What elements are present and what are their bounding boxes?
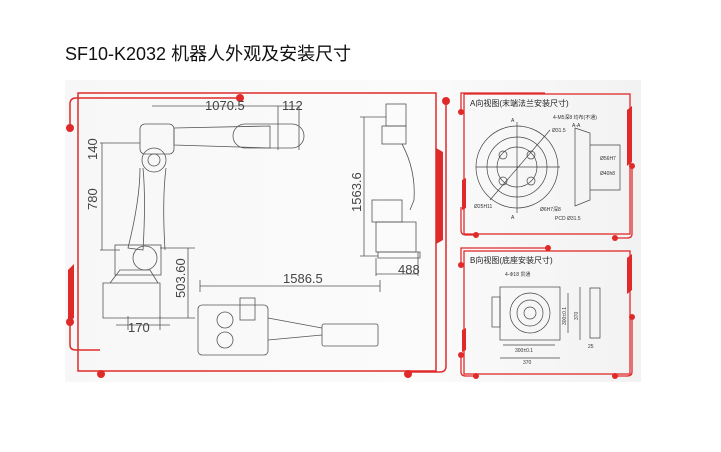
dim-total-length: 1586.5	[283, 271, 323, 286]
holes-note: 4-Φ18 贯通	[505, 271, 530, 278]
note-hole: Ø25H11	[474, 204, 492, 210]
dim-total-height: 1563.6	[349, 172, 364, 212]
note-spigot: Ø40h8	[600, 171, 615, 177]
dim-reach: 1070.5	[205, 98, 245, 113]
dim-thickness: 25	[588, 344, 594, 350]
section-marker-top: A	[511, 118, 515, 124]
dim-wrist-offset: 112	[282, 98, 303, 113]
dim-base-offset: 170	[128, 320, 150, 335]
dim-inner-height: 300±0.1	[562, 307, 568, 325]
note-bore: Ø56H7	[600, 156, 616, 162]
main-frame	[69, 92, 447, 373]
section-marker-bottom: A	[511, 215, 515, 221]
dim-shoulder: 140	[85, 138, 100, 160]
note-thread: 4-M5深8 均布(不通)	[553, 114, 597, 121]
section-label: A-A	[572, 123, 581, 129]
flange-drawing	[475, 122, 621, 213]
view-b-title: B向视图(底座安装尺寸)	[470, 255, 553, 265]
note-pcd: Ø31.5	[552, 128, 566, 134]
dim-inner-width: 300±0.1	[515, 348, 533, 354]
drawing-panel	[65, 80, 641, 382]
dim-side-depth: 488	[398, 262, 420, 277]
base-drawing	[491, 286, 601, 359]
dim-base-height: 503.60	[173, 258, 188, 298]
view-a-title: A向视图(末端法兰安装尺寸)	[470, 98, 569, 108]
dim-outer-height: 370	[574, 311, 580, 320]
view-a-frame	[460, 92, 633, 377]
page-title: SF10-K2032 机器人外观及安装尺寸	[65, 44, 352, 64]
dim-upper-arm: 780	[85, 188, 100, 210]
dim-outer-width: 370	[523, 360, 532, 366]
frame-dot	[236, 94, 244, 102]
note-pin: Ø6H7深8	[540, 206, 561, 213]
robot-front-view	[100, 103, 421, 356]
note-pcd2: PCD Ø31.5	[555, 216, 581, 222]
